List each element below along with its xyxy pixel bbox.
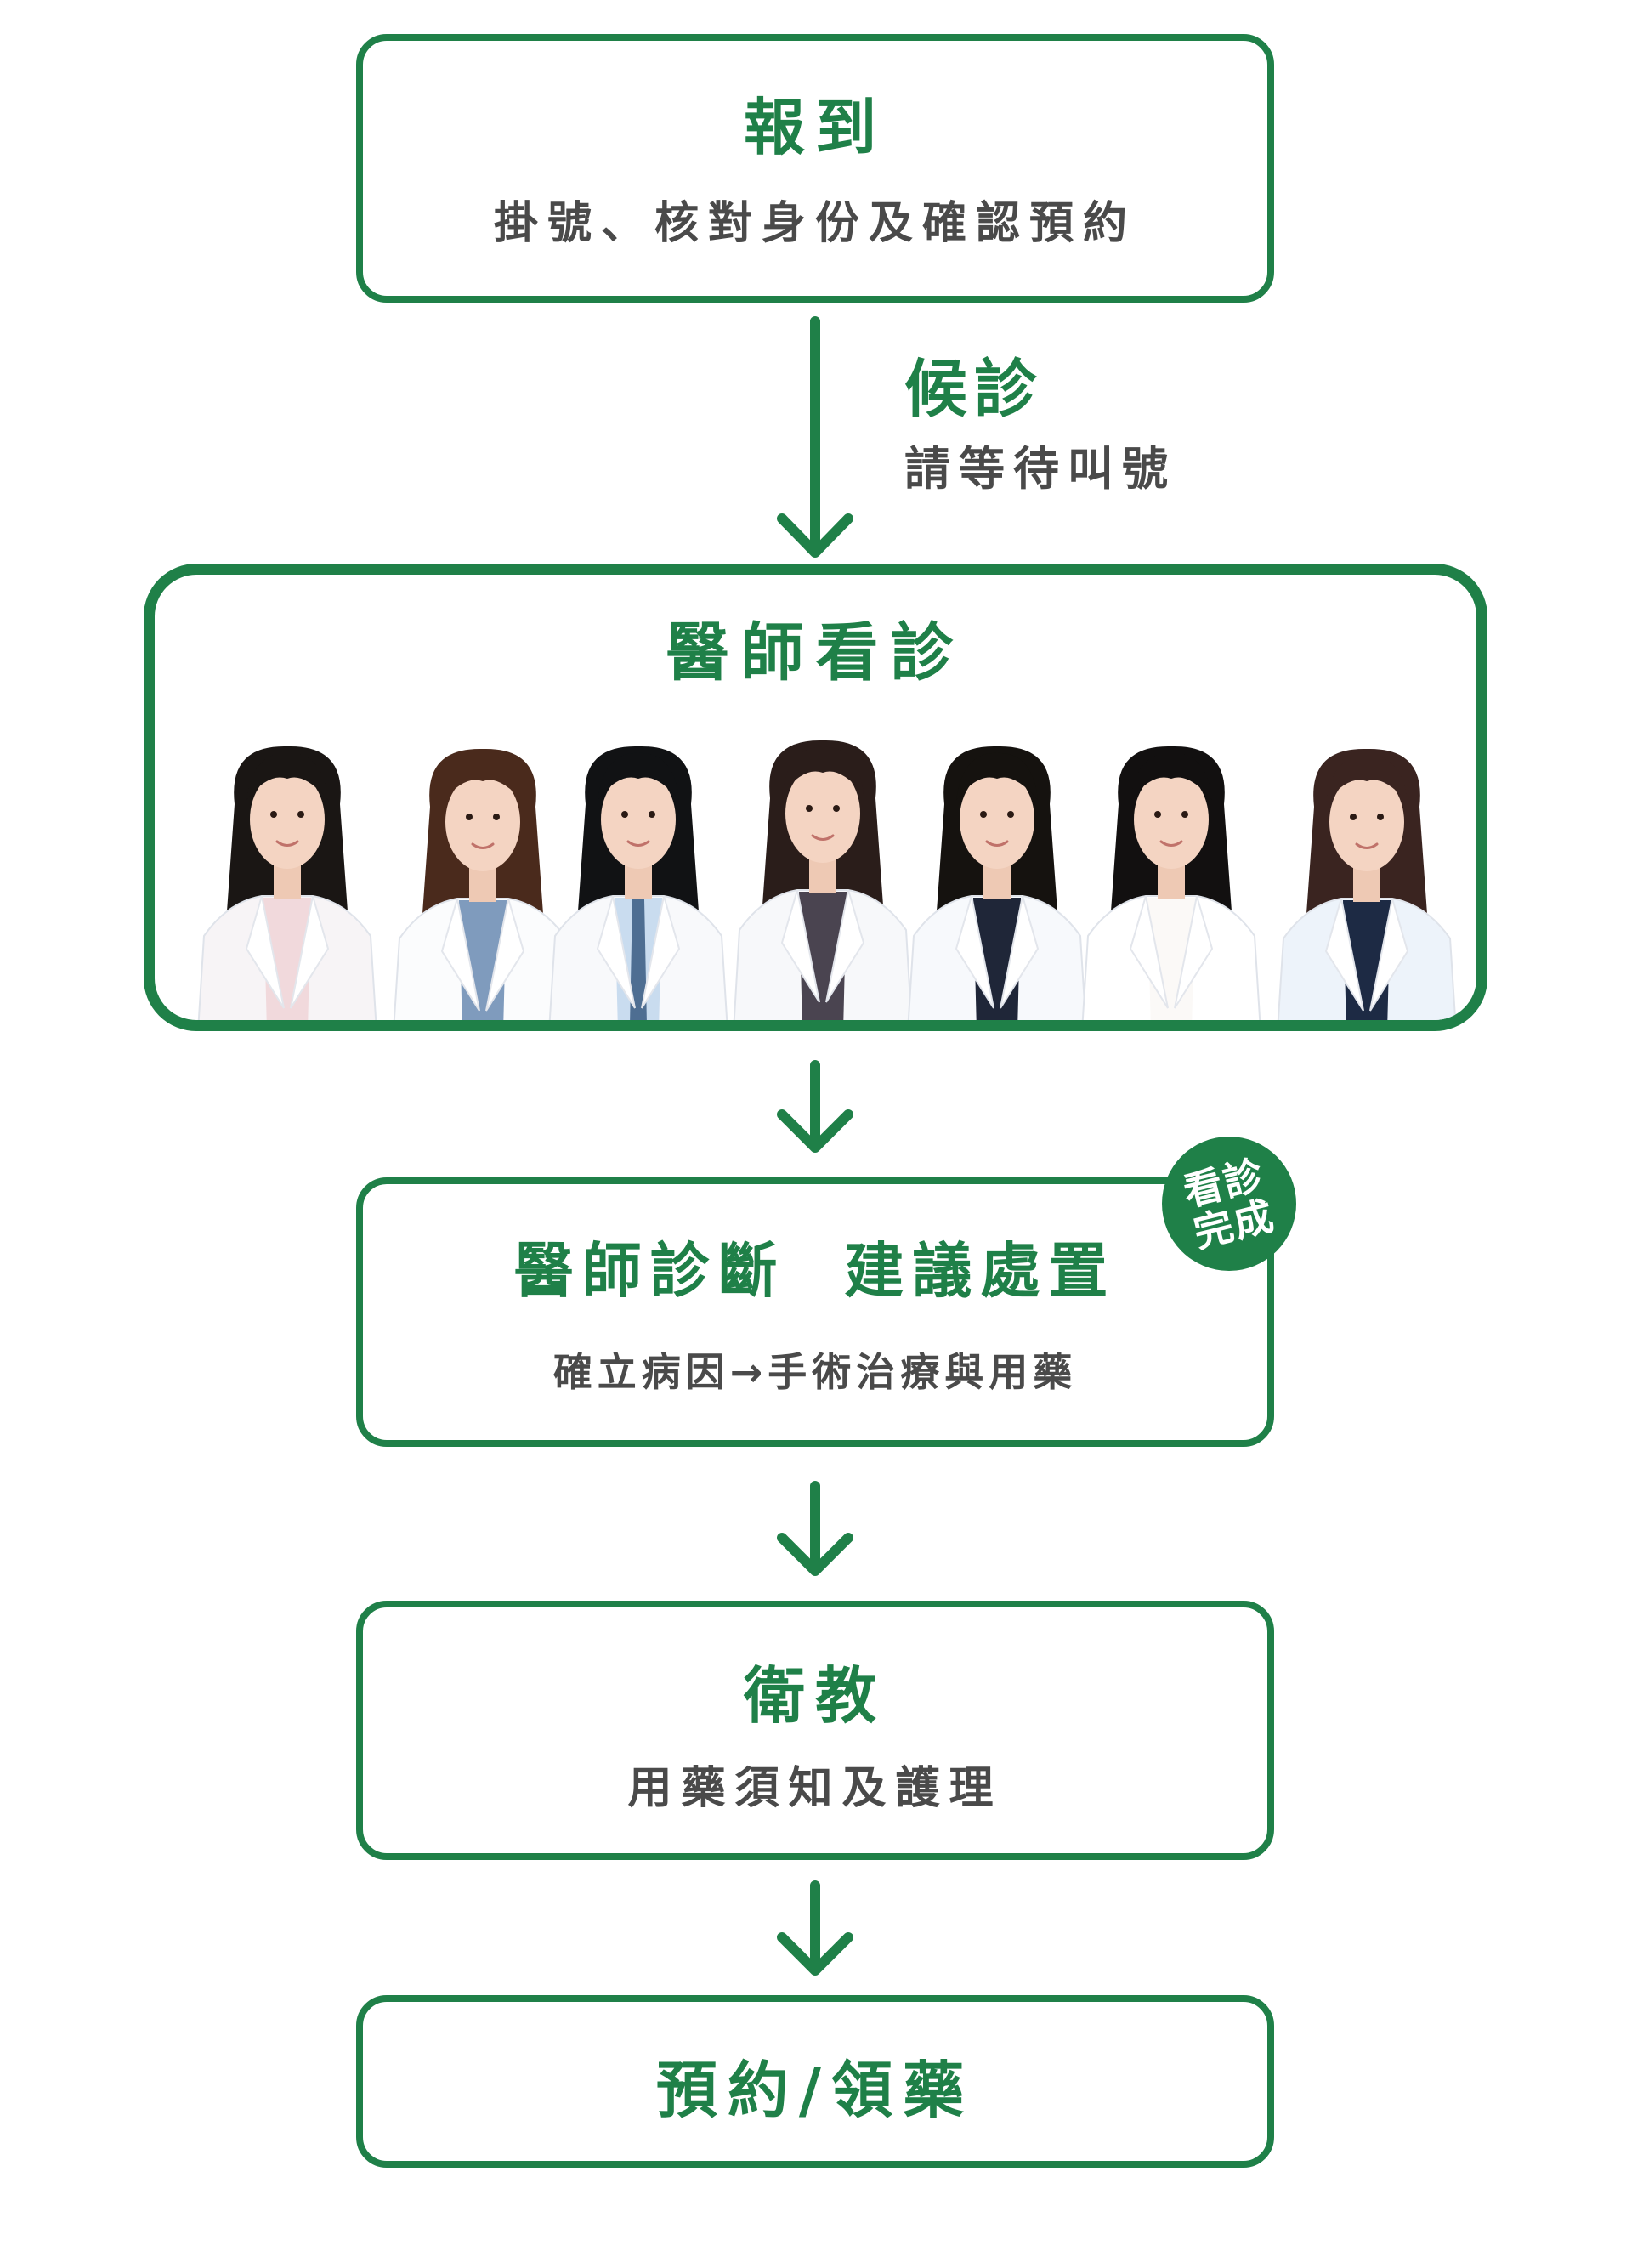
doctor-eye — [298, 811, 304, 818]
doctor-lapel — [1174, 895, 1214, 1009]
doctor-face — [445, 773, 520, 871]
doctor-eye — [1350, 814, 1357, 820]
doctor-face — [601, 770, 676, 869]
doctor-mouth — [811, 834, 835, 841]
down-arrow-icon — [777, 1481, 853, 1576]
step-waiting-title: 候診 — [904, 353, 1044, 426]
doctor-portrait — [733, 740, 913, 1020]
doctor-lapel — [485, 898, 525, 1012]
step-checkin-subtitle: 掛號、核對身份及確認預約 — [493, 198, 1136, 249]
step-education-box: 衛教 用藥須知及護理 — [356, 1601, 1274, 1860]
doctor-eye — [649, 811, 655, 818]
step-diagnosis-title: 醫師診斷 建議處置 — [513, 1236, 1117, 1306]
doctor-eye — [466, 814, 473, 820]
doctor-eye — [1377, 814, 1384, 820]
step-education-subtitle: 用藥須知及護理 — [627, 1763, 1003, 1814]
doctor-mouth — [985, 840, 1009, 847]
doctor-lapel — [1369, 898, 1409, 1012]
doctor-lapel — [641, 895, 681, 1009]
doctor-fringe — [1130, 752, 1212, 800]
doctor-eye — [980, 811, 987, 818]
doctor-lapel — [780, 889, 820, 1003]
doctors-photo-group — [197, 740, 1457, 1020]
doctor-eye — [1007, 811, 1014, 818]
doctor-eye — [270, 811, 277, 818]
doctor-lapel — [596, 895, 636, 1009]
doctor-lapel — [440, 898, 480, 1012]
doctor-mouth — [1159, 840, 1183, 847]
doctor-portrait — [1081, 746, 1261, 1020]
step-consultation-box: 醫師看診 — [144, 564, 1488, 1031]
doctor-lapel — [825, 889, 865, 1003]
doctor-eye — [833, 805, 840, 812]
step-consultation-title: 醫師看診 — [666, 616, 966, 689]
doctor-face — [1329, 773, 1404, 871]
down-arrow-icon — [777, 1060, 853, 1153]
doctor-portrait — [393, 748, 573, 1020]
doctor-face — [785, 764, 860, 863]
doctor-lapel — [1000, 895, 1040, 1009]
doctor-mouth — [1355, 842, 1379, 849]
doctor-fringe — [1326, 755, 1408, 802]
doctor-eye — [1182, 811, 1188, 818]
doctor-eye — [806, 805, 813, 812]
doctor-fringe — [246, 752, 328, 800]
doctor-mouth — [626, 840, 650, 847]
doctor-eye — [1154, 811, 1161, 818]
doctor-lapel — [1324, 898, 1364, 1012]
doctor-fringe — [956, 752, 1038, 800]
doctor-face — [1134, 770, 1209, 869]
doctor-fringe — [442, 755, 524, 802]
doctor-eye — [493, 814, 500, 820]
doctor-lapel — [955, 895, 994, 1009]
step-checkin-title: 報到 — [743, 92, 887, 163]
step-appointment-title: 預約/領藥 — [655, 2055, 975, 2126]
down-arrow-icon — [777, 1880, 853, 1976]
doctor-fringe — [598, 752, 679, 800]
doctor-fringe — [782, 746, 864, 794]
doctor-portrait — [907, 746, 1087, 1020]
doctor-face — [250, 770, 325, 869]
consultation-complete-badge: 看診 完成 — [1162, 1137, 1296, 1271]
doctor-portrait — [197, 746, 377, 1020]
down-arrow-icon — [777, 316, 853, 558]
doctor-portrait — [1277, 748, 1457, 1020]
step-appointment-box: 預約/領藥 — [356, 1995, 1274, 2168]
step-education-title: 衛教 — [743, 1660, 887, 1732]
step-diagnosis-box: 醫師診斷 建議處置 確立病因→手術治療與用藥 — [356, 1177, 1274, 1447]
doctor-mouth — [471, 842, 495, 849]
step-diagnosis-subtitle: 確立病因→手術治療與用藥 — [552, 1349, 1078, 1395]
step-checkin-box: 報到 掛號、核對身份及確認預約 — [356, 34, 1274, 303]
doctor-lapel — [1129, 895, 1169, 1009]
step-waiting-subtitle: 請等待叫號 — [904, 442, 1176, 496]
doctor-mouth — [275, 840, 299, 847]
doctor-portrait — [548, 746, 728, 1020]
doctor-face — [960, 770, 1034, 869]
doctor-lapel — [245, 895, 285, 1009]
doctor-eye — [621, 811, 628, 818]
doctor-tie — [630, 899, 647, 1020]
doctor-lapel — [290, 895, 330, 1009]
